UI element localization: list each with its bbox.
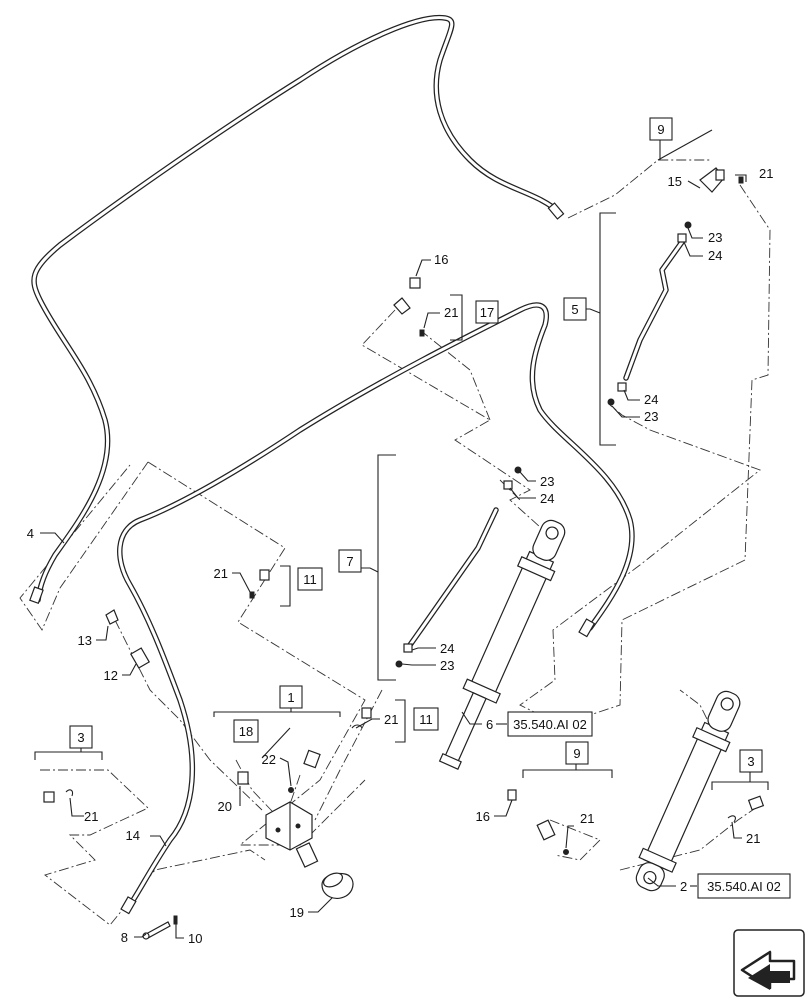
callout-15: 15 [668, 174, 682, 189]
callout-12: 12 [104, 668, 118, 683]
callout-19: 19 [290, 905, 304, 920]
callout-21-top-right: 21 [759, 166, 773, 181]
cylinder-2 [635, 690, 741, 892]
callout-16-top: 16 [434, 252, 448, 267]
callout-3-right: 3 [747, 754, 754, 769]
callout-16-bottom: 16 [476, 809, 490, 824]
callout-21-lower-mid: 21 [580, 811, 594, 826]
callout-17: 17 [480, 305, 494, 320]
reference-cylinder-2: 35.540.AI 02 [707, 879, 781, 894]
routing-lines [19, 159, 771, 926]
valve-block [265, 801, 354, 899]
callout-box-17 [475, 300, 499, 324]
callout-box-5 [563, 297, 587, 321]
hose-4 [29, 14, 565, 605]
callout-21-left: 21 [214, 566, 228, 581]
callout-box-1 [279, 685, 303, 709]
next-page-arrow-icon[interactable] [733, 929, 805, 997]
callout-box-9-bottom [565, 741, 589, 765]
callout-23-right: 23 [644, 409, 658, 424]
callout-21-mid: 21 [384, 712, 398, 727]
cylinder-6 [438, 519, 566, 770]
hose-14 [117, 302, 635, 915]
callout-18: 18 [239, 724, 253, 739]
tube-5 [623, 239, 685, 381]
callout-11-mid: 11 [419, 712, 433, 727]
callout-9-bottom: 9 [573, 746, 580, 761]
callout-14: 14 [126, 828, 140, 843]
reference-box-cylinder-6 [507, 711, 593, 737]
leader-lines [40, 140, 751, 939]
reference-cylinder-6: 35.540.AI 02 [513, 717, 587, 732]
callout-box-3-right [739, 749, 763, 773]
callout-7: 7 [346, 554, 353, 569]
callout-23-lower: 23 [440, 658, 454, 673]
callout-box-18 [233, 719, 259, 743]
callout-box-11-left [297, 567, 323, 591]
callout-23-middle: 23 [540, 474, 554, 489]
callout-5: 5 [571, 302, 578, 317]
callout-23-upper: 23 [708, 230, 722, 245]
callout-box-3-left [69, 725, 93, 749]
labels: 9 5 17 7 11 1 11 18 3 9 3 35.540.AI 02 3… [27, 122, 781, 946]
callout-22: 22 [262, 752, 276, 767]
callout-24-middle: 24 [540, 491, 554, 506]
reference-box-cylinder-2 [697, 873, 791, 899]
callout-box-9-top [649, 117, 673, 141]
callout-24-upper: 24 [708, 248, 722, 263]
callout-21-lower-right: 21 [746, 831, 760, 846]
callout-11-left: 11 [303, 572, 317, 587]
brackets [34, 129, 769, 790]
callout-6: 6 [486, 717, 493, 732]
fittings [43, 167, 765, 940]
callout-21-lower-left: 21 [84, 809, 98, 824]
callout-10: 10 [188, 931, 202, 946]
tube-7 [407, 507, 499, 648]
callout-boxes [69, 117, 791, 899]
callout-8: 8 [121, 930, 128, 945]
callout-1: 1 [287, 690, 294, 705]
callout-box-7 [338, 549, 362, 573]
callout-box-11-mid [413, 707, 439, 731]
callout-3-left: 3 [77, 730, 84, 745]
callout-2: 2 [680, 879, 687, 894]
callout-21-near-17: 21 [444, 305, 458, 320]
callout-24-lower: 24 [440, 641, 454, 656]
callout-13: 13 [78, 633, 92, 648]
callout-4: 4 [27, 526, 34, 541]
callout-9-top: 9 [657, 122, 664, 137]
callout-20: 20 [218, 799, 232, 814]
callout-24-right: 24 [644, 392, 658, 407]
